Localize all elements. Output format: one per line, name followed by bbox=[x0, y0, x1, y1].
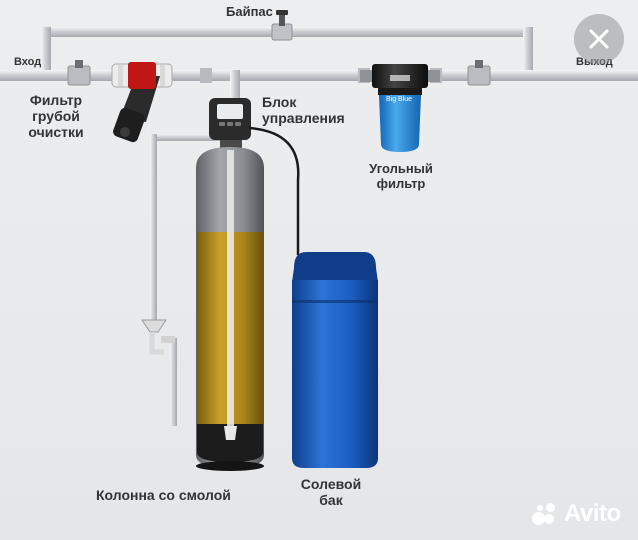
carbon-housing-brand: Big Blue bbox=[386, 96, 413, 103]
brine-tank-label-line1: Солевой bbox=[300, 476, 362, 492]
coarse-filter-label-line2: грубой bbox=[32, 108, 80, 125]
brine-hose bbox=[248, 126, 300, 255]
avito-logo-icon bbox=[532, 501, 560, 527]
bypass-valve bbox=[271, 10, 293, 41]
avito-watermark: Avito bbox=[532, 500, 621, 528]
avito-brand-text: Avito bbox=[564, 500, 621, 527]
carbon-filter-label-line2: фильтр bbox=[376, 175, 426, 191]
inlet-label: Вход bbox=[14, 56, 42, 68]
resin-column bbox=[196, 147, 264, 471]
close-button[interactable] bbox=[574, 14, 624, 64]
coarse-filter-label: Фильтр грубой очистки bbox=[20, 92, 92, 140]
inlet-valve bbox=[67, 60, 91, 86]
outlet-valve bbox=[467, 60, 491, 86]
carbon-filter-label: Угольный фильтр bbox=[362, 161, 440, 192]
carbon-filter bbox=[360, 64, 440, 152]
control-unit-label-line1: Блок bbox=[262, 94, 297, 110]
resin-column-label: Колонна со смолой bbox=[96, 487, 231, 503]
brine-tank-label-line2: бак bbox=[319, 492, 343, 509]
close-icon bbox=[589, 29, 609, 49]
bypass-label: Байпас bbox=[226, 4, 273, 19]
carbon-filter-label-line1: Угольный bbox=[369, 161, 433, 176]
bypass-line bbox=[41, 10, 533, 75]
control-unit-label: Блок управления bbox=[262, 94, 345, 126]
control-unit-label-line2: управления bbox=[262, 110, 345, 127]
control-unit bbox=[209, 98, 251, 148]
coarse-filter-label-line1: Фильтр bbox=[29, 92, 83, 108]
drain-line bbox=[141, 134, 235, 426]
coarse-filter-label-line3: очистки bbox=[28, 124, 84, 141]
brine-tank-label: Солевой бак bbox=[296, 476, 366, 508]
brine-tank bbox=[292, 252, 378, 468]
coarse-filter bbox=[111, 62, 173, 143]
